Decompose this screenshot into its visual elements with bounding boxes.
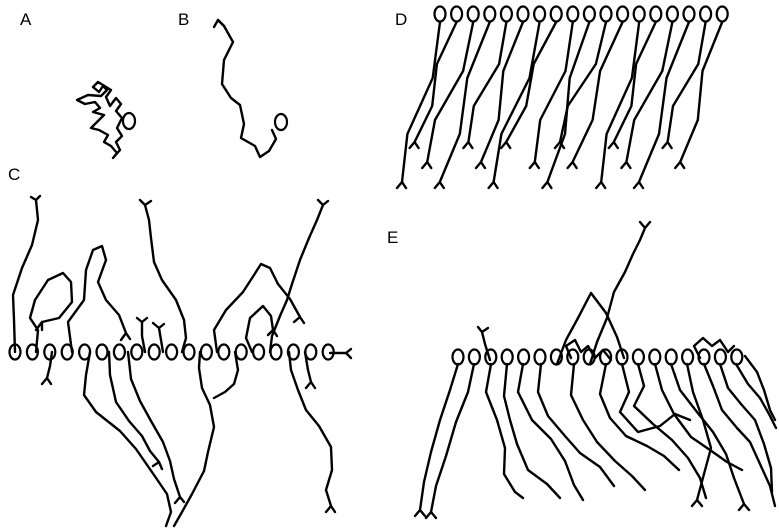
panel-e-head <box>453 350 464 365</box>
panel-c-head <box>253 345 264 360</box>
panel-d-head <box>667 7 678 22</box>
panel-c-head <box>131 345 142 360</box>
panel-c-chain <box>128 352 184 503</box>
panel-d-head <box>717 7 728 22</box>
panel-c-chain <box>270 200 328 352</box>
panel-d-head <box>435 7 446 22</box>
panel-d-chain <box>501 22 556 148</box>
panel-b-head <box>275 114 287 130</box>
panel-b-tail-fork <box>214 20 224 27</box>
panel-e-head <box>731 350 742 365</box>
panel-d-chain <box>675 22 722 168</box>
panel-c-chains <box>13 196 351 526</box>
panel-c-head <box>97 345 108 360</box>
panel-d-head <box>551 7 562 22</box>
panel-c-head <box>44 345 55 360</box>
panel-d-head <box>601 7 612 22</box>
panel-a-head <box>123 113 135 129</box>
panel-e-chain <box>504 364 560 498</box>
panel-d-head <box>634 7 645 22</box>
panel-c-chain <box>289 352 335 512</box>
panel-e-head <box>469 350 480 365</box>
panel-d-chains <box>397 22 722 188</box>
panel-c-head <box>271 345 282 360</box>
panel-e-chains <box>415 222 776 518</box>
panel-c-chain <box>84 352 171 526</box>
panel-d-head <box>650 7 661 22</box>
panel-d-head <box>451 7 462 22</box>
panel-d-head-row <box>435 7 728 22</box>
panel-d-head <box>684 7 695 22</box>
panel-d-chain <box>542 22 589 188</box>
panel-c-head <box>218 345 229 360</box>
panel-e-chain <box>600 364 679 470</box>
panel-e-head <box>649 350 660 365</box>
panel-c-chain <box>30 273 72 352</box>
panel-c-head <box>201 345 212 360</box>
panel-d-chain <box>397 22 440 188</box>
panel-d-head <box>617 7 628 22</box>
panel-d-head <box>584 7 595 22</box>
panel-c-chain <box>140 200 186 352</box>
panel-b-chain <box>218 20 276 157</box>
panel-c-head <box>149 345 160 360</box>
panel-e-chain <box>745 356 775 420</box>
panel-e-chain <box>736 364 776 428</box>
panel-d-head <box>468 7 479 22</box>
panel-c-head <box>114 345 125 360</box>
panel-e-head <box>502 350 513 365</box>
panel-c-chain <box>214 264 304 352</box>
panel-d-head <box>534 7 545 22</box>
panel-e-head <box>715 350 726 365</box>
panel-e-head <box>518 350 529 365</box>
panel-d-head <box>484 7 495 22</box>
panel-d-head <box>501 7 512 22</box>
panel-a-chain <box>77 82 122 158</box>
panel-c-head <box>236 345 247 360</box>
panel-e-head <box>535 350 546 365</box>
panel-e-head <box>666 350 677 365</box>
panel-c-chain <box>174 352 214 526</box>
panel-e-chain <box>518 364 583 500</box>
panel-c-head <box>166 345 177 360</box>
panel-e-head <box>633 350 644 365</box>
panel-e-chain <box>671 364 749 510</box>
panel-c-chain <box>109 352 162 469</box>
panel-d-head <box>567 7 578 22</box>
panel-c-head <box>184 345 195 360</box>
panel-d-head <box>518 7 529 22</box>
panel-b-extended-chain <box>214 20 287 157</box>
panel-d-head <box>700 7 711 22</box>
panel-d-chain <box>596 22 639 188</box>
panel-a-collapsed-chain <box>77 82 135 158</box>
panel-e-head <box>682 350 693 365</box>
panel-c-chain <box>68 246 130 352</box>
panel-c-head-row <box>10 345 334 360</box>
